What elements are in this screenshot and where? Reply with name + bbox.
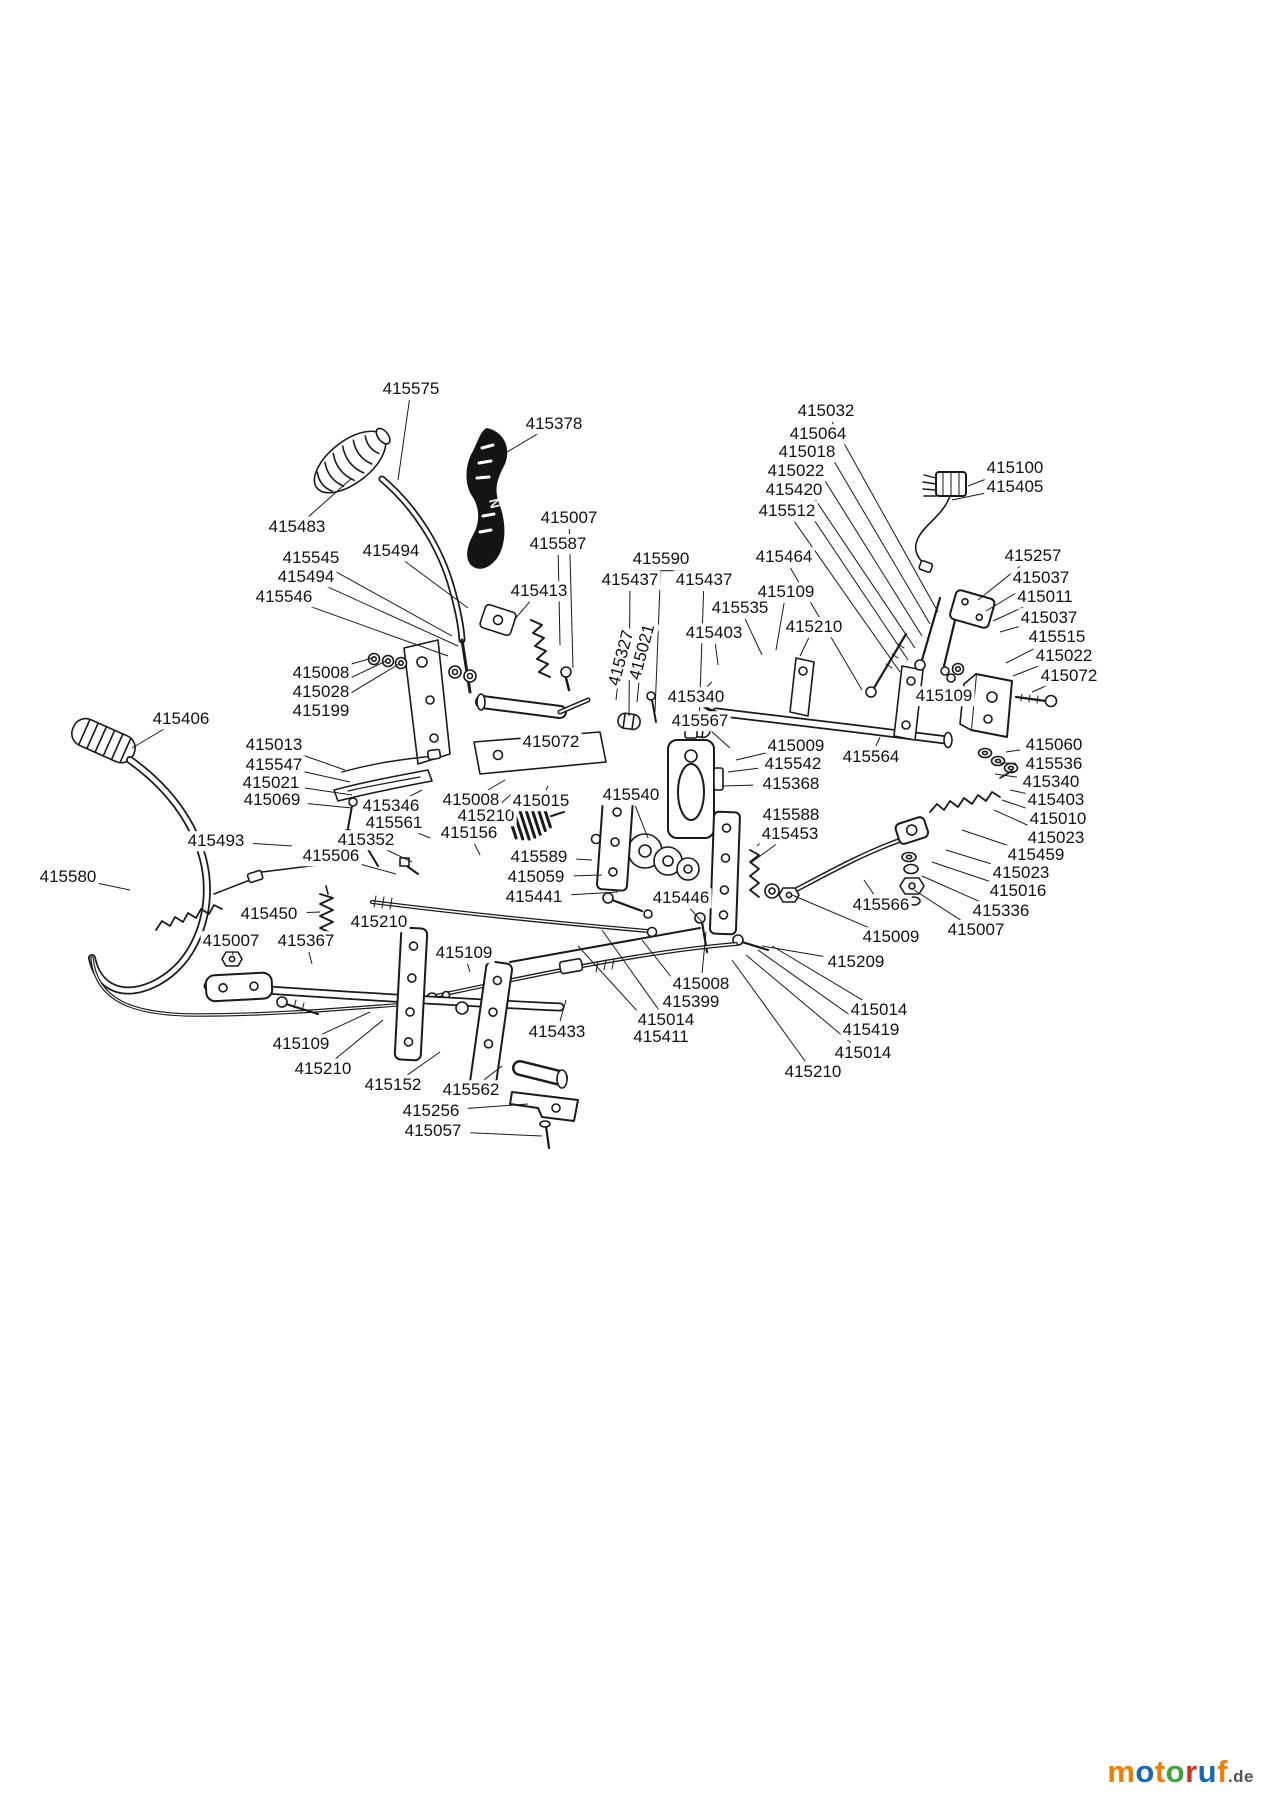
logo-letter: r bbox=[1185, 1754, 1198, 1789]
cover-plate bbox=[949, 589, 996, 629]
right-axle bbox=[694, 657, 953, 749]
center-vertical-plate bbox=[596, 794, 634, 892]
logo-letter: t bbox=[1154, 1754, 1166, 1789]
bottom-rods bbox=[370, 895, 738, 1004]
handbrake-lever bbox=[71, 717, 398, 1017]
mid-left-lever bbox=[333, 748, 442, 838]
right-lower-linkage bbox=[785, 770, 1013, 906]
top-right-screws bbox=[865, 596, 965, 698]
shift-knob bbox=[313, 427, 472, 694]
oval-bracket bbox=[667, 723, 724, 839]
wire-connector bbox=[914, 471, 967, 573]
lever-bracket bbox=[479, 603, 517, 637]
logo-letter: m bbox=[1107, 1754, 1136, 1789]
cam-discs bbox=[590, 833, 700, 881]
logo-letter: f bbox=[1217, 1754, 1228, 1789]
logo-letter: o bbox=[1165, 1754, 1186, 1789]
logo-letter: o bbox=[1135, 1754, 1155, 1789]
bottom-frame bbox=[203, 926, 579, 1150]
far-right-bracket bbox=[959, 673, 1058, 774]
logo-suffix: .de bbox=[1227, 1767, 1254, 1786]
gate-letter-n: N bbox=[486, 497, 503, 510]
motoruf-logo[interactable]: motoruf.de bbox=[1107, 1754, 1254, 1790]
logo-letter: u bbox=[1197, 1754, 1218, 1789]
ribbed-boot bbox=[508, 806, 566, 841]
shift-gate-plate: N bbox=[466, 428, 508, 569]
coil-spring-upper bbox=[530, 619, 572, 692]
